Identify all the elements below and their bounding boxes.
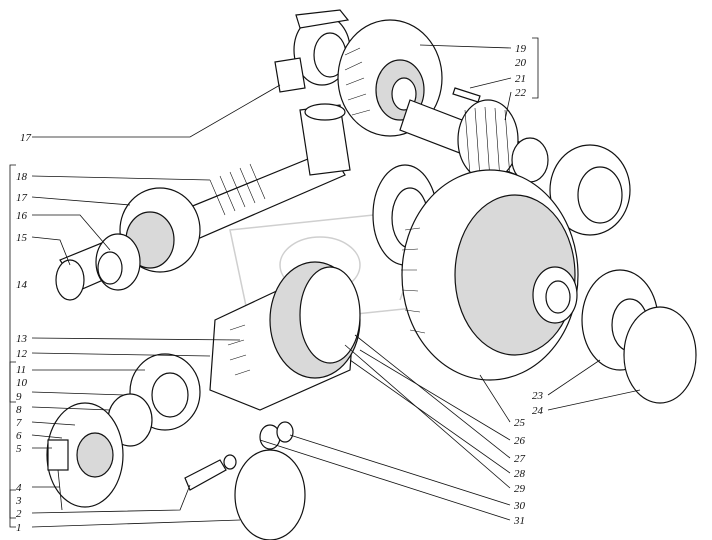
label-27: 27 (514, 453, 526, 465)
label-2: 2 (16, 508, 22, 520)
label-30: 30 (513, 500, 526, 512)
label-19: 19 (515, 43, 527, 55)
gasket-1 (234, 449, 306, 540)
label-9: 9 (16, 391, 22, 403)
label-22: 22 (515, 87, 527, 99)
label-17-lower: 17 (16, 192, 28, 204)
label-20: 20 (515, 57, 527, 69)
label-10: 10 (16, 377, 28, 389)
label-17-upper: 17 (20, 132, 32, 144)
label-6: 6 (16, 430, 22, 442)
top-bearing (274, 9, 351, 93)
label-31: 31 (513, 515, 525, 527)
washer-15 (55, 259, 85, 301)
label-28: 28 (514, 468, 526, 480)
label-3: 3 (15, 495, 22, 507)
label-25: 25 (514, 417, 526, 429)
label-13: 13 (16, 333, 28, 345)
label-29: 29 (514, 483, 526, 495)
label-8: 8 (16, 404, 22, 416)
label-4: 4 (16, 482, 22, 494)
label-26: 26 (514, 435, 526, 447)
label-7: 7 (16, 417, 22, 429)
label-14: 14 (16, 279, 28, 291)
label-12: 12 (16, 348, 28, 360)
intermediate-shaft (399, 87, 549, 183)
pinion-bearing (95, 187, 201, 291)
label-1: 1 (16, 522, 22, 534)
right-upper-bearing (549, 144, 631, 236)
label-5: 5 (16, 443, 22, 455)
snap-ring-24 (623, 306, 697, 404)
housing (209, 261, 361, 411)
differential-gear (401, 169, 579, 381)
label-11: 11 (16, 364, 26, 376)
leader-lines (9, 37, 641, 528)
nut-30 (259, 421, 294, 450)
bolt-washer (184, 454, 237, 491)
label-23: 23 (532, 390, 544, 402)
flange-assembly (46, 353, 201, 511)
label-16: 16 (16, 210, 28, 222)
label-21: 21 (515, 73, 526, 85)
callout-labels: 17 18 17 16 15 14 13 12 11 10 9 8 7 6 5 … (15, 43, 544, 534)
label-15: 15 (16, 232, 28, 244)
label-24: 24 (532, 405, 544, 417)
label-18: 18 (16, 171, 28, 183)
